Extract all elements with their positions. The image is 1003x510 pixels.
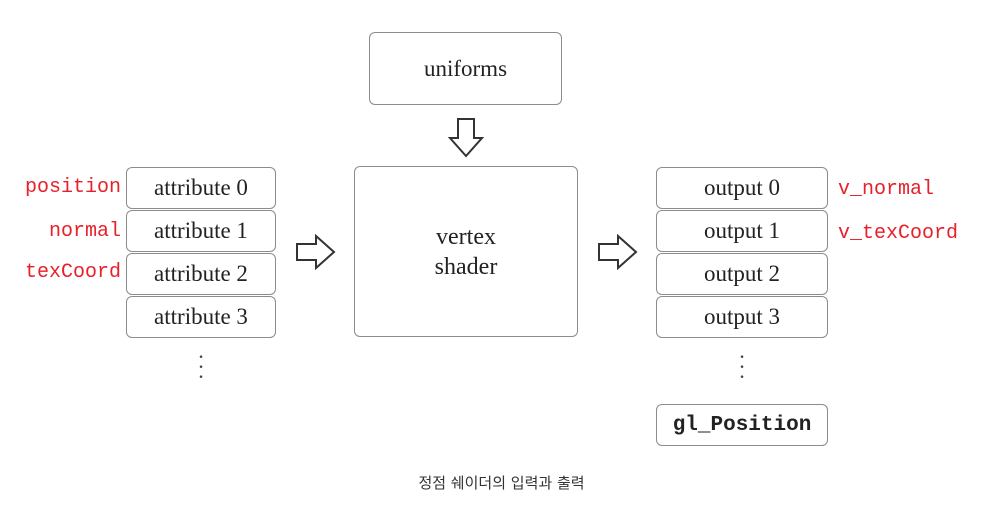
output-name-v-normal: v_normal [838, 178, 935, 201]
input-name-texcoord: texCoord [24, 261, 121, 284]
output-box-3: output 3 [656, 296, 828, 338]
figure-caption: 정점 쉐이더의 입력과 출력 [418, 474, 585, 492]
output-label: output 0 [703, 175, 781, 200]
right-arrow-icon [296, 233, 336, 271]
shader-label-line2: shader [434, 253, 498, 280]
down-arrow-icon [447, 118, 485, 158]
output-label: output 2 [703, 261, 781, 286]
attribute-label: attribute 0 [154, 175, 248, 200]
output-ellipsis: ··· [738, 344, 746, 389]
output-label: output 1 [703, 218, 781, 243]
attribute-box-0: attribute 0 [126, 167, 276, 209]
gl-position-box: gl_Position [656, 404, 828, 446]
output-box-1: output 1 [656, 210, 828, 252]
vertex-shader-box: vertex shader [354, 166, 578, 337]
uniforms-box: uniforms [369, 32, 562, 105]
input-name-normal: normal [48, 220, 121, 243]
attribute-label: attribute 3 [154, 304, 248, 329]
attribute-label: attribute 2 [154, 261, 248, 286]
input-name-position: position [24, 176, 121, 199]
output-label: output 3 [703, 304, 781, 329]
gl-position-label: gl_Position [672, 413, 812, 437]
output-box-2: output 2 [656, 253, 828, 295]
attribute-box-3: attribute 3 [126, 296, 276, 338]
attribute-ellipsis: ··· [197, 344, 205, 389]
shader-label-line1: vertex [436, 223, 496, 250]
output-name-v-texcoord: v_texCoord [838, 222, 959, 245]
output-box-0: output 0 [656, 167, 828, 209]
right-arrow-icon [598, 233, 638, 271]
attribute-box-2: attribute 2 [126, 253, 276, 295]
attribute-box-1: attribute 1 [126, 210, 276, 252]
attribute-label: attribute 1 [154, 218, 248, 243]
uniforms-label: uniforms [423, 55, 508, 81]
